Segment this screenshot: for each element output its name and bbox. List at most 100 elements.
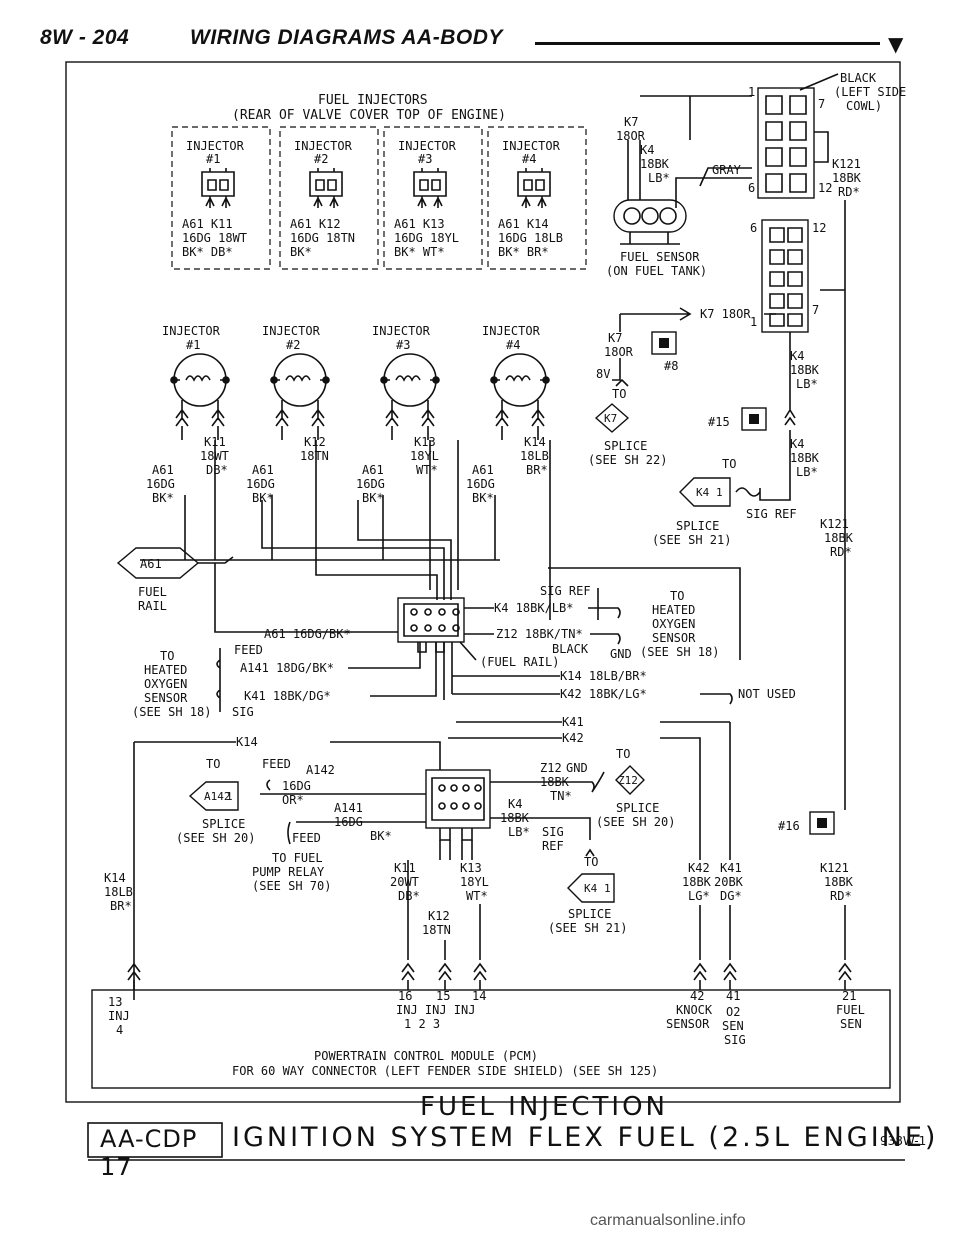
- schematic-injector-label: 16DG: [246, 477, 275, 491]
- footer-code-box: [87, 1122, 223, 1158]
- svg-text:K14: K14: [236, 735, 258, 749]
- schematic-injector-label: 18LB: [520, 449, 549, 463]
- svg-text:K41: K41: [562, 715, 584, 729]
- svg-text:A142: A142: [204, 790, 231, 803]
- svg-text:TO: TO: [206, 757, 220, 771]
- schematic-injector-label: BR*: [526, 463, 548, 477]
- schematic-injector-label: K12: [304, 435, 326, 449]
- svg-text:K4: K4: [696, 486, 710, 499]
- schematic-injector-label: DB*: [206, 463, 228, 477]
- svg-text:(SEE SH 18): (SEE SH 18): [132, 705, 211, 719]
- injector-coil-icon: [173, 353, 227, 407]
- svg-text:21: 21: [842, 989, 856, 1003]
- watermark: carmanualsonline.info: [590, 1212, 746, 1229]
- svg-text:WT*: WT*: [466, 889, 488, 903]
- harness-injector-num: #3: [418, 152, 432, 166]
- svg-text:SPLICE: SPLICE: [676, 519, 719, 533]
- injector-harness: FUEL INJECTORS (REAR OF VALVE COVER TOP …: [171, 93, 587, 270]
- a61-code: A61: [140, 557, 162, 571]
- svg-text:POWERTRAIN CONTROL MODULE (PCM: POWERTRAIN CONTROL MODULE (PCM): [314, 1049, 538, 1063]
- svg-text:A142: A142: [306, 763, 335, 777]
- svg-text:8V: 8V: [596, 367, 610, 381]
- svg-text:K121: K121: [832, 157, 861, 171]
- svg-text:1: 1: [716, 486, 723, 499]
- svg-text:Z12: Z12: [540, 761, 562, 775]
- svg-text:BLACK: BLACK: [840, 71, 877, 85]
- injector-coil-icon: [273, 353, 327, 407]
- fuel-rail-connector: SIG REF K4 18BK/LB* Z12 18BK/TN* BLACK G…: [264, 567, 796, 705]
- svg-text:TO: TO: [612, 387, 626, 401]
- fuel-sensor: K7 18OR K4 18BK LB* FUEL SENSOR (ON FUEL…: [606, 115, 707, 278]
- svg-text:18YL: 18YL: [460, 875, 489, 889]
- svg-text:(SEE SH 70): (SEE SH 70): [252, 879, 331, 893]
- svg-text:K4: K4: [790, 437, 804, 451]
- svg-text:1: 1: [604, 882, 611, 895]
- svg-text:18BK: 18BK: [682, 875, 712, 889]
- schematic-injector-label: 16DG: [146, 477, 175, 491]
- harness-injector-wire: BK* WT*: [394, 245, 445, 259]
- harness-injector-wire: A61 K11: [182, 217, 233, 231]
- svg-text:(ON FUEL TANK): (ON FUEL TANK): [606, 264, 707, 278]
- svg-text:TO: TO: [616, 747, 630, 761]
- svg-text:DB*: DB*: [398, 889, 420, 903]
- svg-text:#8: #8: [664, 359, 678, 373]
- schematic-injector-label: BK*: [472, 491, 494, 505]
- svg-text:#15: #15: [708, 415, 730, 429]
- svg-text:KNOCK: KNOCK: [676, 1003, 713, 1017]
- svg-text:18BK: 18BK: [640, 157, 670, 171]
- svg-text:A61 16DG/BK*: A61 16DG/BK*: [264, 627, 351, 641]
- injector-connector-icon: [517, 168, 551, 197]
- triangle-down-icon: ▼: [888, 32, 904, 56]
- schematic-injector-label: 16DG: [356, 477, 385, 491]
- schematic-injector-label: A61: [472, 463, 494, 477]
- schematic-injector-label: WT*: [416, 463, 438, 477]
- harness-injector-wire: 16DG 18TN: [290, 231, 355, 245]
- svg-text:NOT USED: NOT USED: [738, 687, 796, 701]
- schematic-injector-label: A61: [152, 463, 174, 477]
- svg-text:K41 18BK/DG*: K41 18BK/DG*: [244, 689, 331, 703]
- footer-id: 938W-1: [880, 1134, 927, 1148]
- svg-text:TN*: TN*: [550, 789, 572, 803]
- svg-text:FUEL SENSOR: FUEL SENSOR: [620, 250, 700, 264]
- svg-text:RD*: RD*: [830, 545, 852, 559]
- harness-injector-name: INJECTOR: [398, 139, 457, 153]
- svg-text:42: 42: [690, 989, 704, 1003]
- svg-text:TO FUEL: TO FUEL: [272, 851, 323, 865]
- svg-text:K42: K42: [562, 731, 584, 745]
- svg-text:HEATED: HEATED: [652, 603, 695, 617]
- svg-text:K7 18OR: K7 18OR: [700, 307, 751, 321]
- schematic-injector-name: INJECTOR: [482, 324, 541, 338]
- pcm-module: 13 INJ 4 16 15 14 INJ INJ INJ 1 2 3 42 4…: [91, 989, 891, 1089]
- svg-text:1: 1: [226, 790, 233, 803]
- svg-text:K13: K13: [460, 861, 482, 875]
- footer-code-text: AA-CDP 17: [100, 1125, 198, 1181]
- svg-text:K4 18BK/LB*: K4 18BK/LB*: [494, 601, 573, 615]
- injector-coil-icon: [383, 353, 437, 407]
- injector-connector-icon: [309, 168, 343, 197]
- harness-injector-name: INJECTOR: [294, 139, 353, 153]
- schematic-injector-name: INJECTOR: [372, 324, 431, 338]
- svg-text:OXYGEN: OXYGEN: [144, 677, 187, 691]
- schematic-injector-label: BK*: [152, 491, 174, 505]
- svg-text:K4: K4: [640, 143, 654, 157]
- svg-text:LB*: LB*: [508, 825, 530, 839]
- svg-text:K4: K4: [790, 349, 804, 363]
- injector-connector-icon: [201, 168, 235, 197]
- svg-text:SEN: SEN: [722, 1019, 744, 1033]
- right-connector: 6 12 1 7 K7 18OR K4 18BK LB* K4 18BK LB*…: [619, 200, 854, 810]
- svg-text:SPLICE: SPLICE: [202, 817, 245, 831]
- svg-text:14: 14: [472, 989, 486, 1003]
- page-header: 8W - 204 WIRING DIAGRAMS AA-BODY ▼: [40, 22, 920, 56]
- svg-text:LB*: LB*: [648, 171, 670, 185]
- svg-text:SIG REF: SIG REF: [540, 584, 591, 598]
- svg-text:FEED: FEED: [234, 643, 263, 657]
- schematic-injector-label: K14: [524, 435, 546, 449]
- svg-text:BLACK: BLACK: [552, 642, 589, 656]
- svg-text:(LEFT SIDE: (LEFT SIDE: [834, 85, 906, 99]
- svg-text:LB*: LB*: [796, 465, 818, 479]
- svg-text:4: 4: [116, 1023, 123, 1037]
- injector-connector-icon: [413, 168, 447, 197]
- svg-text:Z12: Z12: [618, 774, 638, 787]
- harness-injector-wire: A61 K13: [394, 217, 445, 231]
- svg-text:TO: TO: [160, 649, 174, 663]
